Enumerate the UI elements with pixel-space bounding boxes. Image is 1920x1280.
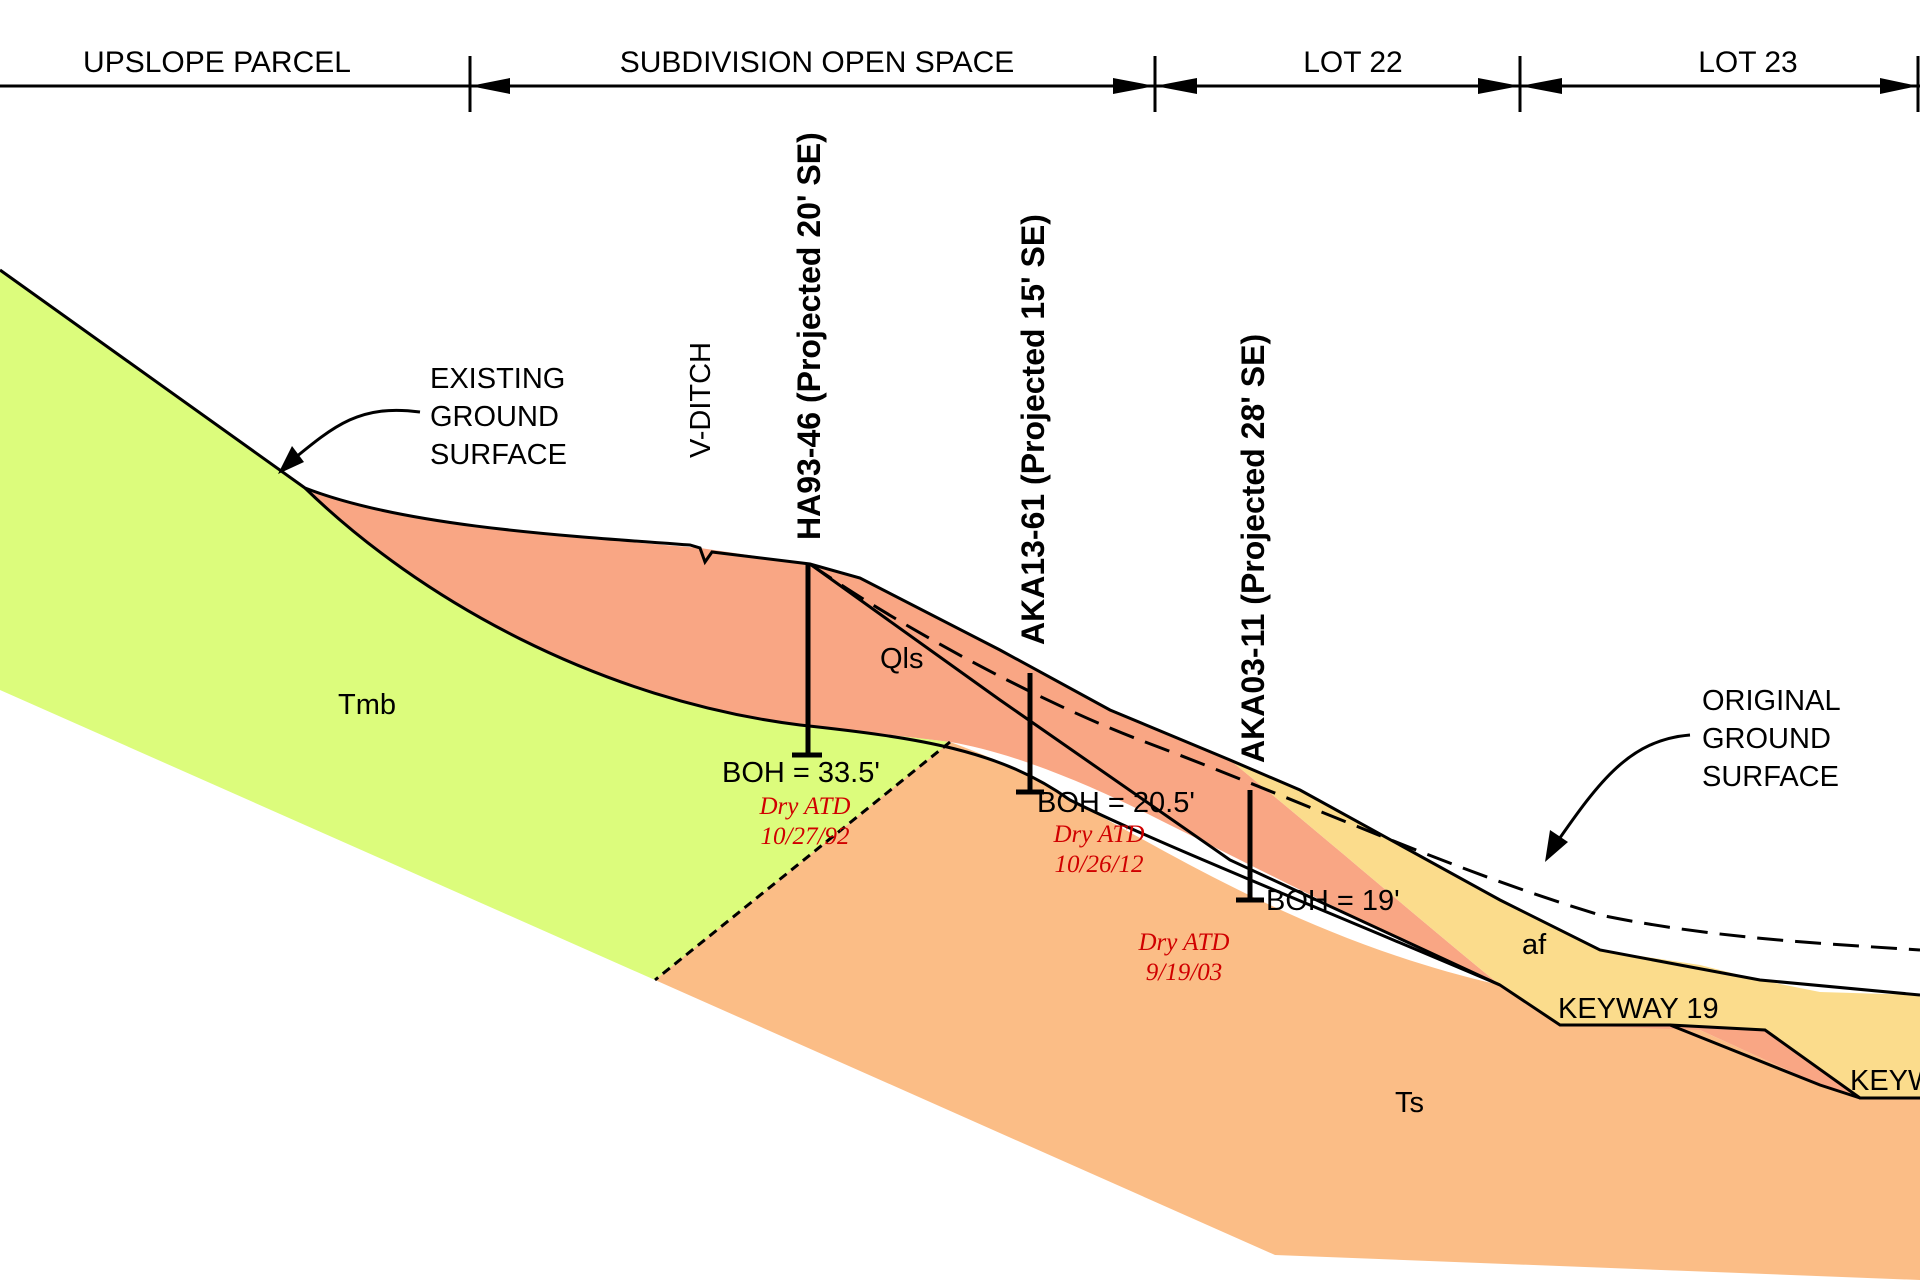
original-ground-label-line-1: ORIGINAL	[1702, 685, 1841, 717]
boring-aka03-11-boh: BOH = 19'	[1266, 885, 1400, 917]
original-ground-label-line-2: GROUND	[1702, 723, 1831, 755]
existing-ground-label-line-1: EXISTING	[430, 363, 565, 395]
unit-ts-area	[655, 742, 1920, 1280]
zone-arrowhead	[1478, 78, 1520, 94]
zone-arrowhead	[1113, 78, 1155, 94]
original-ground-surface-line	[809, 562, 1920, 952]
original-ground-arrowhead	[1545, 830, 1568, 862]
zone-arrowhead	[1880, 78, 1918, 94]
boring-ha93-46-boh: BOH = 33.5'	[722, 757, 880, 789]
keyway-lower-bench-line	[1669, 1023, 1861, 1100]
v-ditch-label: V-DITCH	[685, 342, 717, 458]
boring-aka03-11-label: AKA03-11 (Projected 28' SE)	[1235, 334, 1271, 763]
keyway-19-label: KEYWAY 19	[1558, 993, 1719, 1025]
existing-ground-arrowhead	[278, 446, 304, 474]
original-ground-label-line-3: SURFACE	[1702, 761, 1839, 793]
zone-label-lot-22: LOT 22	[1303, 46, 1403, 79]
unit-qls-keyway-lens	[1560, 1025, 1860, 1098]
zone-arrowhead	[1520, 78, 1562, 94]
boring-aka13-61-label: AKA13-61 (Projected 15' SE)	[1015, 214, 1051, 645]
unit-tmb-area	[0, 270, 950, 980]
unit-label-qls: Qls	[880, 643, 924, 675]
boring-ha93-46-label: HA93-46 (Projected 20' SE)	[791, 132, 827, 540]
boring-aka03-11-water-note: Dry ATD	[1138, 929, 1230, 956]
keyway-20-label-partial: KEYW	[1850, 1065, 1920, 1097]
unit-label-tmb: Tmb	[338, 689, 396, 721]
zone-label-upslope-parcel: UPSLOPE PARCEL	[83, 46, 351, 79]
existing-ground-label-line-2: GROUND	[430, 401, 559, 433]
boring-aka03-11-date: 9/19/03	[1146, 959, 1222, 986]
zone-label-lot-23: LOT 23	[1698, 46, 1798, 79]
unit-label-ts: Ts	[1395, 1087, 1424, 1119]
zone-arrowhead	[1155, 78, 1197, 94]
boring-aka13-61-date: 10/26/12	[1055, 851, 1144, 878]
existing-ground-label-line-3: SURFACE	[430, 439, 567, 471]
boring-aka13-61-water-note: Dry ATD	[1053, 821, 1145, 848]
tmb-ts-contact-line	[654, 740, 951, 982]
boring-ha93-46-date: 10/27/92	[761, 823, 850, 850]
fill-base-contact-line	[809, 562, 1920, 1100]
boring-ha93-46-water-note: Dry ATD	[759, 793, 851, 820]
existing-ground-leader-line	[289, 408, 421, 464]
zone-arrowhead	[470, 78, 510, 94]
unit-qls-area	[305, 488, 1500, 985]
zone-label-subdivision-open-space: SUBDIVISION OPEN SPACE	[620, 46, 1015, 79]
original-ground-leader-line	[1553, 733, 1691, 846]
existing-ground-surface-line	[0, 268, 1920, 997]
boring-aka13-61-boh: BOH = 20.5'	[1037, 787, 1195, 819]
unit-label-af: af	[1522, 929, 1547, 961]
